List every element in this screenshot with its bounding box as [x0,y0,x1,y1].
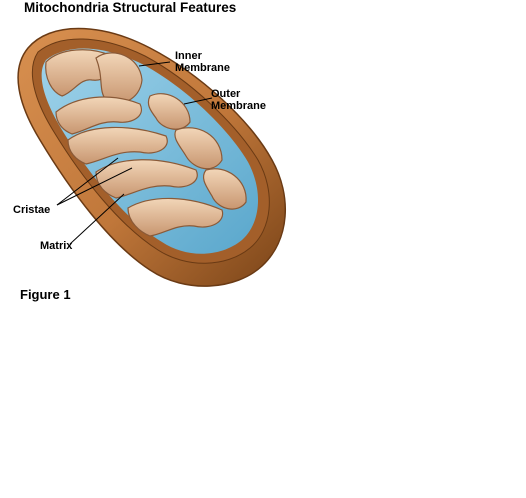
cristae-folds [45,49,247,237]
leader-lines [56,61,213,245]
label-matrix: Matrix [40,240,73,252]
label-inner-membrane: Inner Membrane [175,50,231,74]
diagram-title: Mitochondria Structural Features [24,0,237,15]
label-cristae: Cristae [13,204,51,216]
figure-label: Figure 1 [20,287,71,302]
label-outer-membrane: Outer Membrane [211,88,267,112]
